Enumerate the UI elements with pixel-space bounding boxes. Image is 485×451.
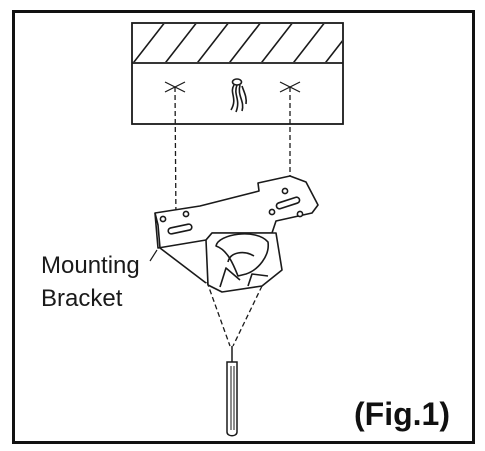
- mounting-bracket-icon: [154, 175, 319, 293]
- ceiling-hatch-icon: [133, 24, 342, 62]
- wire-bundle-icon: [230, 78, 247, 113]
- label-leader-line: [149, 249, 158, 262]
- mounting-bracket-label: Mounting: [41, 252, 140, 279]
- screwdriver-icon: [226, 346, 238, 437]
- ceiling-block: [131, 22, 344, 125]
- mounting-bracket-label-line2: Bracket: [41, 285, 123, 312]
- figure-caption: (Fig.1): [354, 396, 450, 432]
- outer-frame: [12, 10, 475, 444]
- screwdriver-guides: [206, 281, 263, 347]
